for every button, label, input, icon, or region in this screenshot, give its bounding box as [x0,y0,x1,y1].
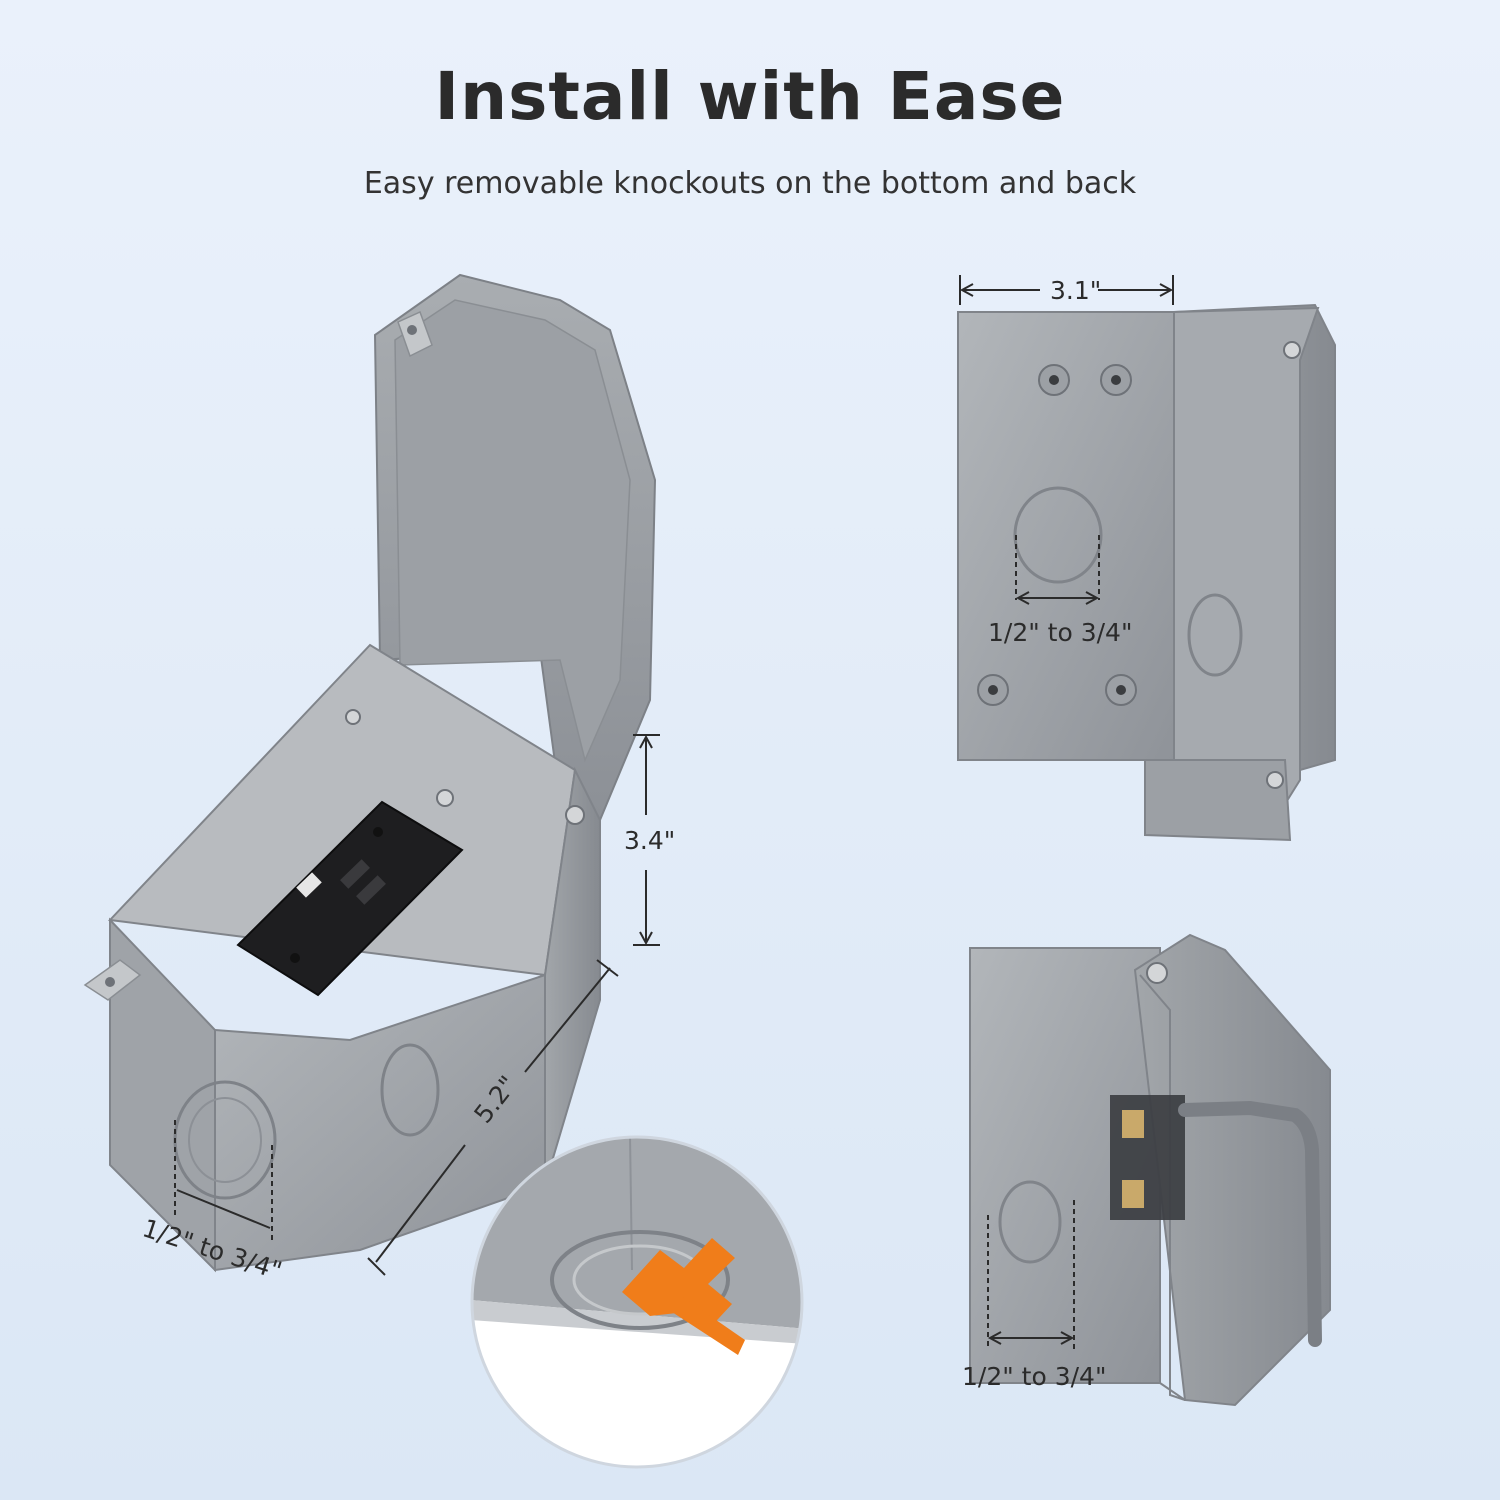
hammer-icon [622,1238,745,1355]
side-view-box [969,933,1331,1407]
knockout-closeup [470,1135,804,1469]
dimension-lines-back [959,275,1174,605]
knockout-back-label: 1/2" to 3/4" [988,618,1133,647]
page-title: Install with Ease [434,58,1066,135]
gfci-outlet [236,709,464,997]
dimension-width-label: 3.1" [1050,276,1102,305]
knockout-side-label: 1/2" to 3/4" [962,1362,1107,1391]
dimension-height-label: 3.4" [624,826,676,855]
open-box-view [83,273,657,1273]
dimension-lines-left [174,734,660,1276]
dimension-lines-side [987,1200,1075,1350]
page-subtitle: Easy removable knockouts on the bottom a… [363,166,1137,201]
back-view-box [957,303,1336,842]
